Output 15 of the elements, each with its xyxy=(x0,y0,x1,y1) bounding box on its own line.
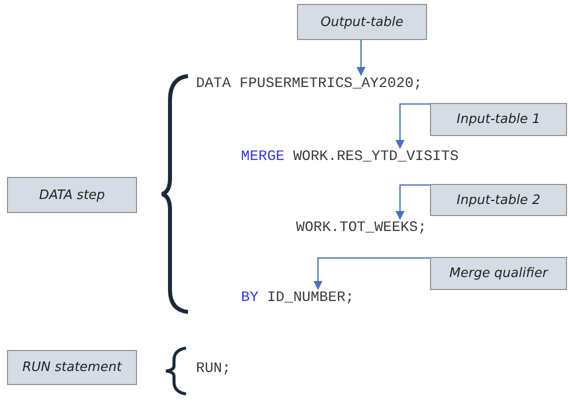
code-line: WORK.TOT_WEEKS; xyxy=(296,219,427,237)
code-line: RUN; xyxy=(196,360,231,378)
label-box: Input-table 1 xyxy=(430,103,567,136)
label-box: Output-table xyxy=(297,4,427,40)
label-box: Input-table 2 xyxy=(430,184,567,216)
arrow xyxy=(356,40,366,76)
code-line: DATA FPUSERMETRICS_AY2020; xyxy=(196,75,422,93)
arrow xyxy=(314,257,430,290)
label-box: DATA step xyxy=(7,177,137,213)
code-line: BY ID_NUMBER; xyxy=(241,289,354,307)
arrow xyxy=(396,184,430,220)
label-box: Merge qualifier xyxy=(430,257,567,290)
code-line: MERGE WORK.RES_YTD_VISITS xyxy=(241,148,459,166)
label-box: RUN statement xyxy=(7,350,137,385)
arrow xyxy=(396,103,430,149)
